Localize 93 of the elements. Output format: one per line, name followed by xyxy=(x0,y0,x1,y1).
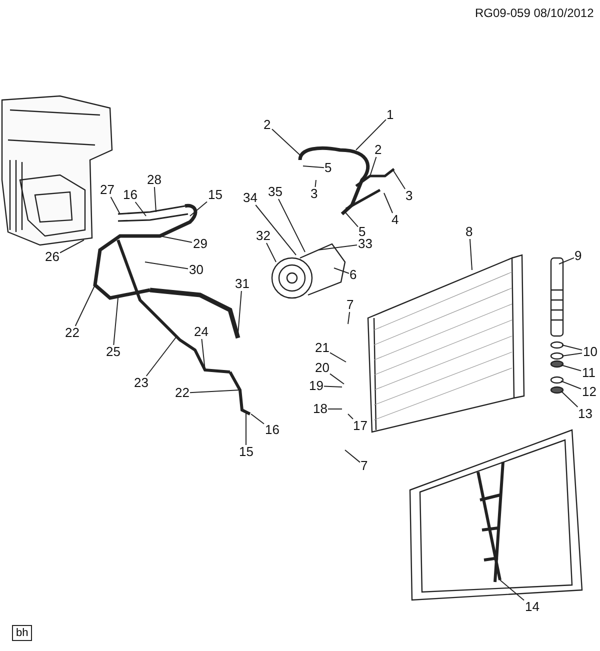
leader-line xyxy=(238,290,242,334)
leader-line xyxy=(160,236,192,243)
leader-line xyxy=(266,242,276,262)
callout-number: 4 xyxy=(390,213,400,227)
leader-line xyxy=(110,196,120,214)
callout-number: 24 xyxy=(193,325,210,339)
radiator-support-drawing xyxy=(409,429,583,601)
callout-number: 26 xyxy=(44,250,60,264)
refrigerant-line-drawing xyxy=(93,204,251,416)
leader-line xyxy=(344,212,358,228)
callout-number: 5 xyxy=(324,161,333,175)
hvac-module-drawing xyxy=(1,95,113,246)
leader-line xyxy=(190,201,208,216)
callout-number: 13 xyxy=(577,407,594,421)
leader-line xyxy=(560,380,582,390)
leader-line xyxy=(154,186,156,212)
callout-number: 23 xyxy=(133,376,150,390)
leader-line xyxy=(560,390,578,408)
leader-line xyxy=(60,240,84,254)
leader-line xyxy=(348,414,354,420)
leader-line xyxy=(74,284,96,326)
leader-line xyxy=(144,262,188,270)
callout-number: 3 xyxy=(310,187,319,201)
callout-number: 28 xyxy=(146,173,162,187)
callout-number: 29 xyxy=(192,237,208,251)
leader-line xyxy=(330,352,346,362)
callout-number: 8 xyxy=(464,225,474,239)
leader-line xyxy=(190,390,240,394)
drawing-number-date: RG09-059 08/10/2012 xyxy=(475,6,594,20)
callout-number: 2 xyxy=(374,143,383,157)
callout-number: 9 xyxy=(574,249,583,263)
leader-line xyxy=(255,204,296,256)
leader-line xyxy=(344,450,360,463)
callout-number: 16 xyxy=(122,188,138,202)
callout-number: 1 xyxy=(386,108,395,122)
compressor-hose-drawing xyxy=(298,146,396,216)
drawing-code-label: bh xyxy=(12,625,32,641)
callout-number: 16 xyxy=(264,423,280,437)
leader-line xyxy=(500,580,524,601)
leader-line xyxy=(314,180,316,188)
callout-number: 19 xyxy=(308,379,324,393)
callout-number: 3 xyxy=(404,189,414,203)
callout-number: 22 xyxy=(64,326,80,340)
callout-number: 35 xyxy=(267,185,284,199)
leader-line xyxy=(272,128,302,156)
condenser-drawing xyxy=(367,254,525,433)
callout-number: 30 xyxy=(188,263,204,277)
leader-line xyxy=(318,244,358,250)
callout-number: 27 xyxy=(99,183,116,197)
callout-number: 11 xyxy=(581,366,596,380)
callout-number: 14 xyxy=(524,600,540,614)
compressor-drawing xyxy=(271,243,346,299)
leader-line xyxy=(328,408,342,410)
leader-line xyxy=(356,119,386,150)
leader-line xyxy=(469,238,472,270)
callout-number: 12 xyxy=(581,385,598,399)
leader-line xyxy=(560,364,582,372)
receiver-dryer-drawing xyxy=(550,257,564,394)
callout-number: 32 xyxy=(255,229,272,243)
leader-line xyxy=(302,166,324,168)
leader-line xyxy=(330,373,344,384)
callout-number: 20 xyxy=(314,361,330,375)
leader-line xyxy=(384,192,394,214)
callout-number: 10 xyxy=(582,345,598,359)
leader-line xyxy=(392,170,406,190)
leader-line xyxy=(201,338,206,370)
callout-number: 18 xyxy=(312,402,328,416)
leader-line xyxy=(324,386,342,388)
leader-line xyxy=(250,414,264,424)
callout-number: 15 xyxy=(207,188,224,202)
leader-line xyxy=(562,344,582,350)
leader-line xyxy=(370,156,377,176)
callout-number: 31 xyxy=(234,277,250,291)
leader-line xyxy=(146,336,178,376)
callout-number: 22 xyxy=(174,386,190,400)
callout-number: 7 xyxy=(346,298,355,312)
callout-number: 7 xyxy=(360,459,369,473)
callout-number: 17 xyxy=(352,419,368,433)
leader-line xyxy=(113,298,118,346)
callout-number: 33 xyxy=(357,237,374,251)
callout-number: 15 xyxy=(238,445,254,459)
callout-number: 25 xyxy=(105,345,122,359)
leader-line xyxy=(134,202,146,216)
leader-line xyxy=(558,257,574,264)
leader-line xyxy=(562,352,582,356)
callout-number: 6 xyxy=(348,268,358,282)
leader-line xyxy=(348,312,350,324)
callout-number: 2 xyxy=(262,118,272,132)
callout-number: 21 xyxy=(314,341,330,355)
callout-number: 5 xyxy=(358,225,367,239)
callout-number: 34 xyxy=(242,191,258,205)
leader-line xyxy=(278,198,306,252)
leader-line xyxy=(334,268,350,274)
